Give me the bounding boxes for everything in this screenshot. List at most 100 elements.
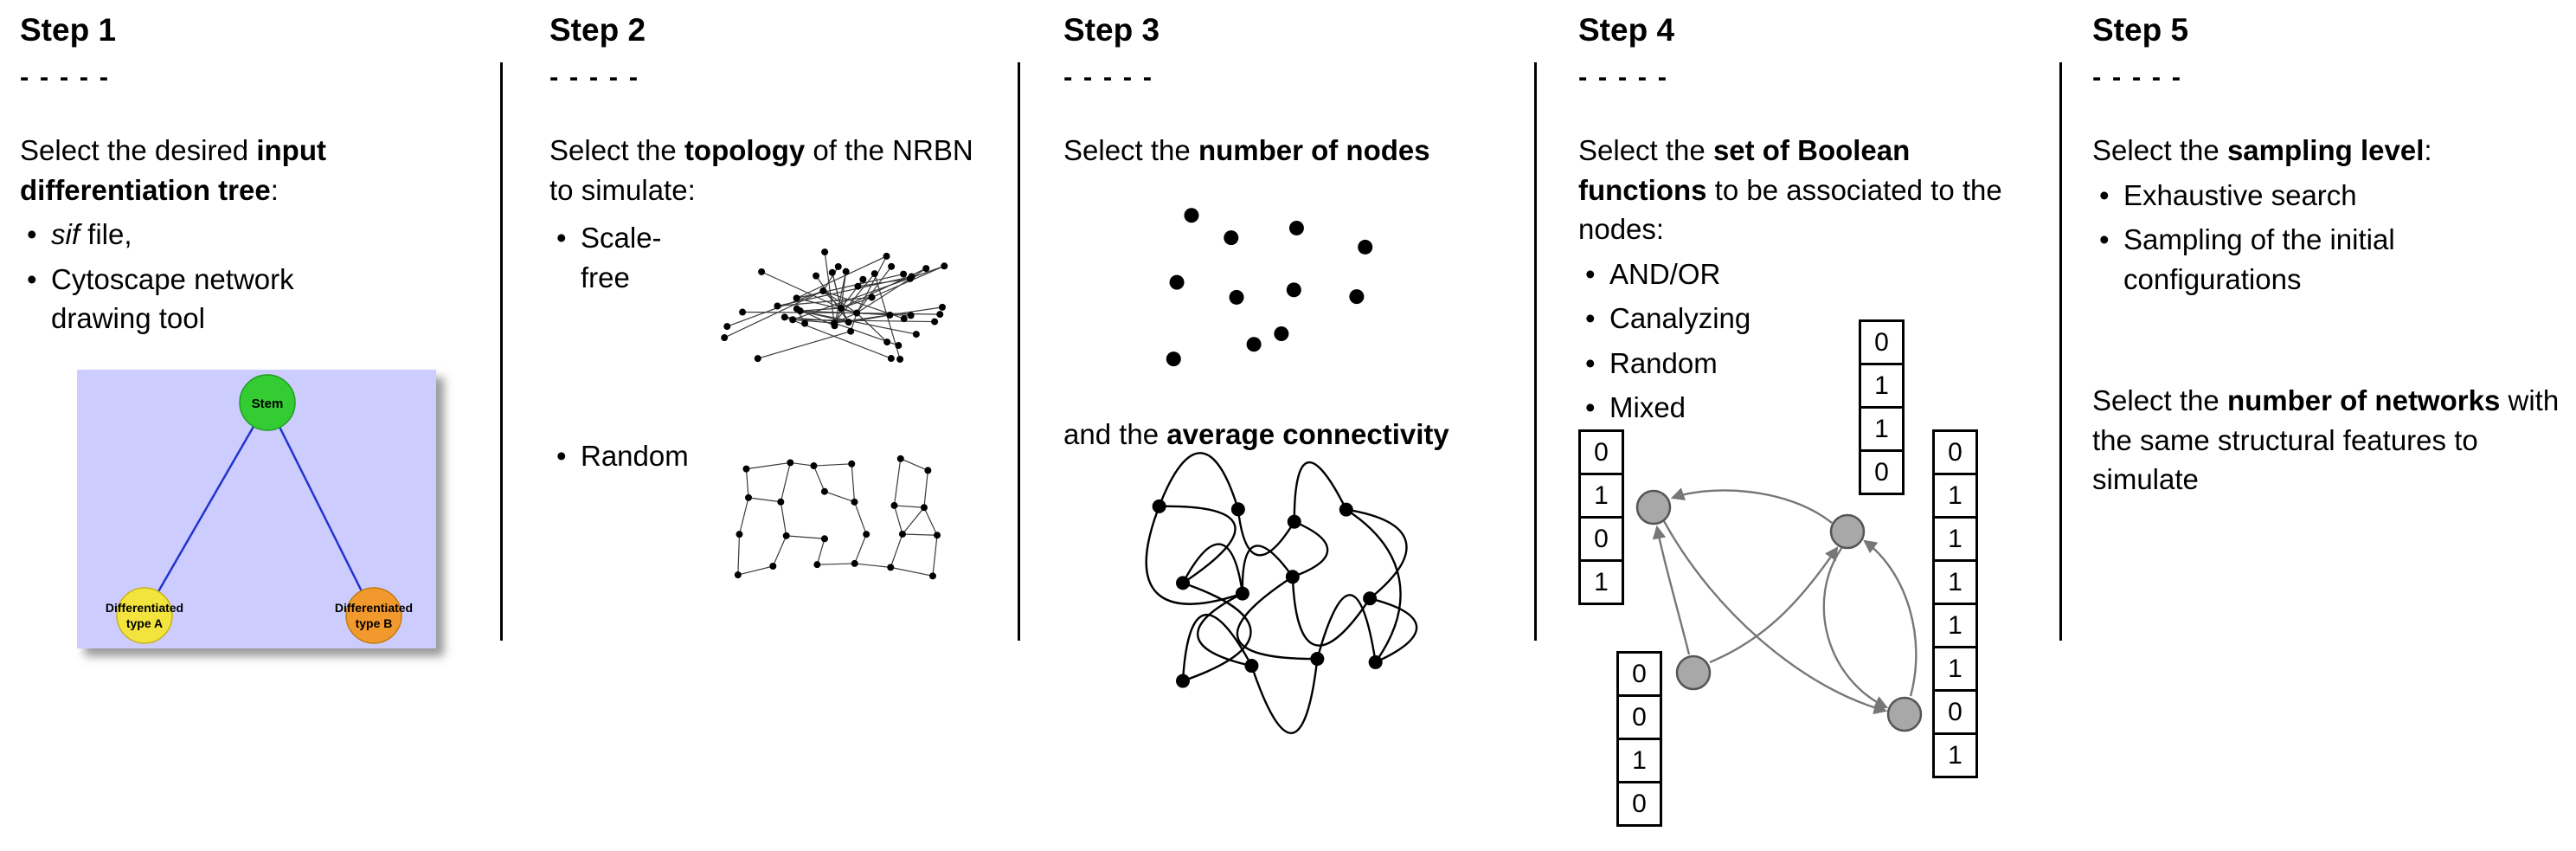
tree-edge-left	[143, 402, 269, 616]
node-dots-figure	[1166, 207, 1373, 366]
bullet-item-random: • Random	[549, 436, 710, 476]
bullet-item-random-fn: • Random	[1578, 344, 2037, 384]
step2-intro-pre: Select the	[549, 134, 684, 166]
step5-intro-bold: sampling level	[2226, 134, 2425, 166]
truth-table-cell: 1	[1859, 363, 1905, 409]
graph-edge	[1652, 525, 1691, 655]
truth-table-cell: 1	[1932, 603, 1978, 648]
truth-table-cell: 0	[1932, 689, 1978, 735]
graph-node	[1886, 696, 1923, 732]
type-b-label-line1: Differentiated	[335, 601, 413, 615]
cytoscape-line2: drawing tool	[51, 302, 205, 335]
step5-second: Select the number of networks with the s…	[2092, 381, 2564, 500]
bullet-text: Random	[581, 440, 689, 473]
truth-table-cell: 0	[1578, 516, 1624, 562]
bullet-icon: •	[27, 262, 37, 295]
truth-table-cell: 0	[1578, 429, 1624, 475]
bullet-text: Canalyzing	[1609, 302, 1751, 335]
column-divider	[1534, 62, 1537, 641]
truth-table-right: 0 1 1 1 1 1 0 1	[1932, 429, 1978, 778]
step3-column: Step 3 - - - - - Select the number of no…	[1063, 12, 1522, 735]
truth-table-left: 0 1 0 1	[1578, 429, 1624, 605]
differentiation-tree-figure: Stem Differentiated type A Differentiate…	[77, 370, 436, 648]
step4-intro-pre: Select the	[1578, 134, 1713, 166]
bullet-item-cytoscape: • Cytoscape network drawing tool	[20, 260, 479, 338]
sif-italic: sif	[51, 218, 80, 251]
boolean-graph	[1635, 487, 1923, 732]
boolean-network-figure: 0 1 1 0 0 1 0 1 0 0 1 0 0 1 1 1	[1578, 315, 1985, 850]
random-row: • Random	[549, 436, 982, 596]
step1-dashes: - - - - -	[20, 61, 111, 92]
type-a-label-line1: Differentiated	[106, 601, 183, 615]
bullet-icon: •	[27, 218, 37, 251]
graph-edge	[1709, 546, 1839, 664]
step3-second-bold: average connectivity	[1166, 417, 1449, 450]
bullet-text: Mixed	[1609, 391, 1686, 424]
step3-intro-bold: number of nodes	[1198, 134, 1430, 166]
graph-edge	[1822, 546, 1889, 709]
bullet-text: Scale-free	[581, 222, 662, 293]
graph-edge	[1670, 487, 1833, 524]
step3-second: and the average connectivity	[1063, 415, 1522, 455]
graph-edge	[1662, 520, 1888, 715]
bullet-item-sif-file: • sif file,	[20, 215, 479, 255]
type-b-label-line2: type B	[356, 616, 393, 630]
truth-table-cell: 1	[1932, 473, 1978, 519]
bullet-icon: •	[556, 222, 567, 255]
step2-title: Step 2	[549, 12, 646, 48]
bullet-text: sif file,	[51, 215, 479, 255]
bullet-text: Exhaustive search	[2123, 178, 2357, 211]
truth-table-cell: 0	[1932, 429, 1978, 475]
truth-table-cell: 0	[1859, 319, 1905, 365]
column-divider	[1018, 62, 1020, 641]
sampling-line2: configurations	[2123, 262, 2302, 295]
bullet-icon: •	[1585, 257, 1596, 290]
step3-intro: Select the number of nodes	[1063, 131, 1522, 171]
step4-intro-bold: set of Boolean functions	[1578, 134, 1911, 206]
step1-intro: Select the desired input differentiation…	[20, 131, 479, 210]
step3-dashes: - - - - -	[1063, 61, 1154, 92]
step2-column: Step 2 - - - - - Select the topology of …	[549, 12, 982, 596]
truth-table-cell: 1	[1932, 516, 1978, 562]
graph-edges	[1652, 487, 1918, 715]
type-a-node	[116, 587, 173, 644]
stem-node	[239, 374, 296, 431]
step4-title: Step 4	[1578, 12, 1675, 48]
cytoscape-line1: Cytoscape network	[51, 262, 294, 295]
step3-second-pre: and the	[1063, 417, 1167, 450]
stem-node-label: Stem	[252, 396, 284, 411]
truth-table-cell: 1	[1578, 473, 1624, 519]
step5-title: Step 5	[2092, 12, 2189, 48]
truth-table-cell: 1	[1932, 559, 1978, 605]
bullet-icon: •	[1585, 346, 1596, 379]
column-divider	[500, 62, 503, 641]
graph-node	[1675, 654, 1712, 691]
bullet-item-scale-free: • Scale-free	[549, 218, 710, 297]
bullet-icon: •	[1585, 391, 1596, 424]
step3-intro-pre: Select the	[1063, 134, 1198, 166]
step1-column: Step 1 - - - - - Select the desired inpu…	[20, 12, 479, 851]
step4-intro: Select the set of Boolean functions to b…	[1578, 131, 2037, 249]
scale-free-network-figure	[721, 248, 948, 364]
step4-dashes: - - - - -	[1578, 61, 1669, 92]
type-b-node	[345, 587, 402, 644]
step5-second-post: with the same structural features to sim…	[2092, 384, 2560, 496]
bullet-icon: •	[556, 440, 567, 473]
truth-table-cell: 0	[1616, 781, 1662, 827]
step2-intro-post: of the NRBN to simulate:	[549, 134, 973, 206]
bullet-item-canalyzing: • Canalyzing	[1578, 299, 2037, 338]
truth-table-top: 0 1 1 0	[1859, 319, 1905, 495]
step2-dashes: - - - - -	[549, 61, 640, 92]
step1-title: Step 1	[20, 12, 117, 48]
step2-intro: Select the topology of the NRBN to simul…	[549, 131, 982, 210]
graph-edge	[1863, 539, 1918, 697]
truth-table-cell: 1	[1859, 406, 1905, 452]
step5-intro: Select the sampling level:	[2092, 131, 2564, 171]
step5-dashes: - - - - -	[2092, 61, 2183, 92]
truth-table-cell: 0	[1859, 449, 1905, 495]
truth-table-cell: 1	[1616, 738, 1662, 783]
step4-intro-post: to be associated to the nodes:	[1578, 173, 2002, 246]
